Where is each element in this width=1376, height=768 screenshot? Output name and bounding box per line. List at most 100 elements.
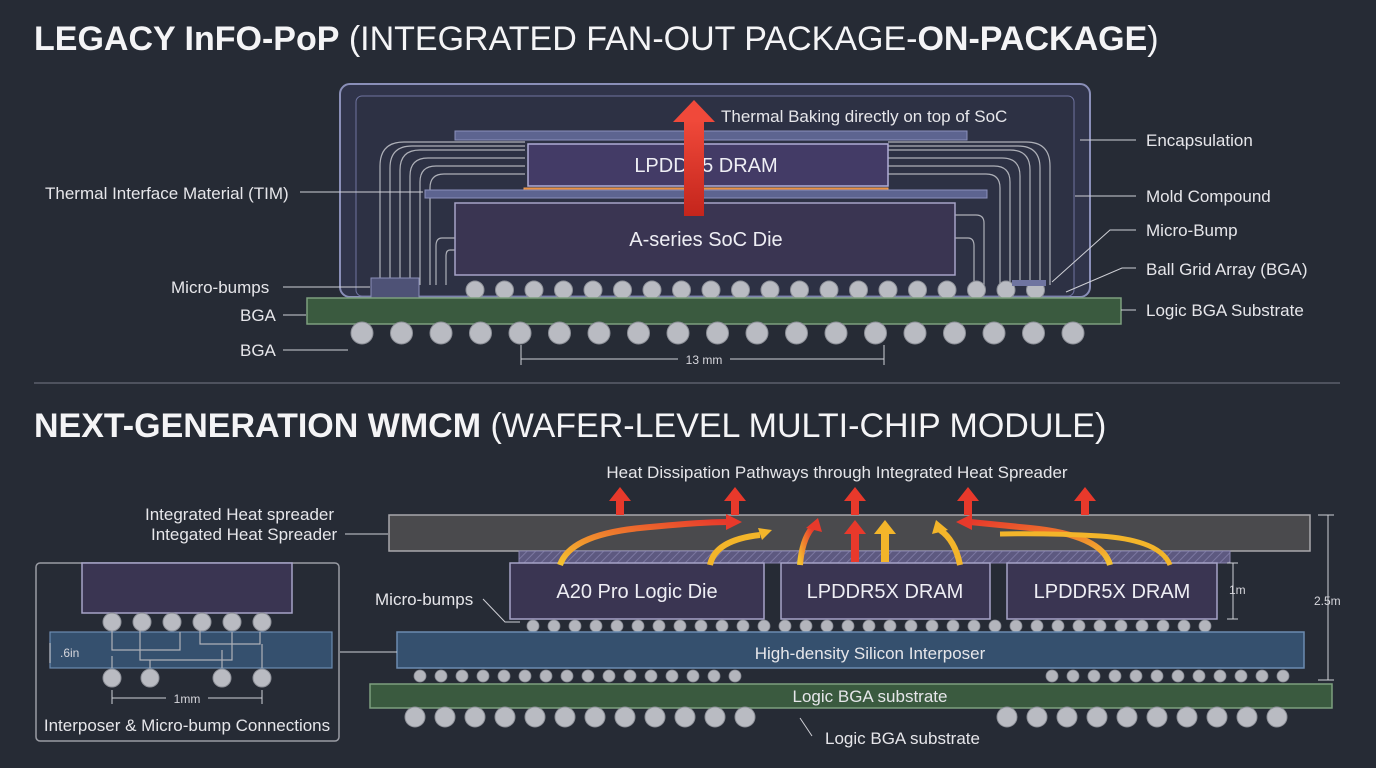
micro-bump (908, 280, 927, 300)
heat-arrow-shaft (964, 499, 972, 515)
bga-ball (587, 321, 611, 345)
micro-bump (1177, 619, 1191, 633)
lpddr5x-dram-die-2 (1006, 562, 1218, 620)
dim-13mm-label: 13 mm (686, 353, 723, 367)
bga-ball (508, 321, 532, 345)
micro-bump (967, 619, 981, 633)
bga-ball (469, 321, 492, 345)
micro-bump (841, 619, 855, 633)
leader-substrate-below (799, 717, 813, 737)
nextgen-title: NEXT-GENERATION WMCM (WAFER-LEVEL MULTI-… (34, 407, 1106, 445)
inset-dim-h-label: .6in (60, 646, 79, 660)
micro-bump (694, 619, 708, 633)
micro-bump (820, 619, 834, 633)
micro-bump (631, 619, 645, 633)
interposer-label: High-density Silicon Interposer (755, 644, 986, 663)
label-tim: Thermal Interface Material (TIM) (45, 184, 289, 203)
bga-ball (706, 321, 729, 345)
inset-c4-bump (212, 668, 232, 688)
bga-ball (824, 321, 848, 345)
heat-flow-paths (557, 514, 1173, 567)
heat-arrow-head (609, 487, 631, 501)
bga-ball (644, 706, 666, 728)
micro-bump (967, 280, 986, 300)
heat-dissipation-note: Heat Dissipation Pathways through Integr… (606, 463, 1067, 482)
micro-bump (925, 619, 939, 633)
c4-bump (1108, 669, 1122, 683)
legacy-right-microbump-pad (1012, 280, 1046, 286)
bga-ball (404, 706, 426, 728)
bga-ball (745, 321, 769, 345)
micro-bump (1135, 619, 1149, 633)
heat-arrow-head (844, 487, 866, 501)
micro-bump (1009, 619, 1023, 633)
lpddr5-dram-label: LPDDR5 DRAM (634, 155, 777, 177)
label-micro-bumps-legacy: Micro-bumps (171, 278, 269, 297)
lpddr5x-dram-die-1 (780, 562, 991, 620)
bga-ball (584, 706, 606, 728)
c4-bump (1234, 669, 1248, 683)
bga-ball (548, 321, 571, 345)
inset-die (81, 562, 293, 614)
label-ihs-2: Integated Heat Spreader (151, 525, 338, 544)
micro-bump (613, 280, 632, 300)
label-bga-1: BGA (240, 306, 277, 325)
micro-bump (1093, 619, 1107, 633)
bga-ball (864, 321, 887, 345)
bga-ball (434, 706, 456, 728)
inset-c4-bump (140, 668, 160, 688)
micro-bump (760, 280, 780, 300)
bga-ball (390, 321, 413, 345)
legacy-bga-balls (350, 321, 1085, 345)
c4-bump (707, 669, 721, 683)
bga-ball (1116, 706, 1138, 728)
inset-micro-bump (252, 612, 272, 632)
micro-bump (701, 280, 721, 300)
fanout-wires-left (379, 141, 525, 285)
bga-ball (666, 321, 690, 345)
leader-bga (1065, 267, 1136, 293)
c4-bump (1129, 669, 1143, 683)
micro-bump (883, 619, 897, 633)
dram-1-label: LPDDR5X DRAM (807, 581, 964, 603)
c4-bump (1192, 669, 1206, 683)
bga-ball (524, 706, 546, 728)
c4-bump (623, 669, 637, 683)
micro-bump (1114, 619, 1128, 633)
inset-c4-bump (252, 668, 272, 688)
leader-micro-bumps-nextgen (482, 598, 520, 623)
heat-arrow-head (844, 520, 866, 534)
bga-ball (429, 321, 453, 345)
bga-ball (1086, 706, 1108, 728)
bga-ball (943, 321, 966, 345)
c4-bump (686, 669, 700, 683)
c4-bump (728, 669, 742, 683)
label-ball-grid-array: Ball Grid Array (BGA) (1146, 260, 1308, 279)
substrate-inner-label: Logic BGA substrate (793, 687, 948, 706)
bga-ball (982, 321, 1006, 345)
label-ihs-1: Integrated Heat spreader (145, 505, 334, 524)
c4-bump (1045, 669, 1059, 683)
c4-bump (665, 669, 679, 683)
c4-bump (1150, 669, 1164, 683)
micro-bump (757, 619, 771, 633)
logic-die-label: A20 Pro Logic Die (556, 581, 717, 603)
micro-bump (937, 280, 957, 300)
substrate-below-label: Logic BGA substrate (825, 729, 980, 748)
c4-bump (1255, 669, 1269, 683)
inset-micro-bump (132, 612, 152, 632)
nextgen-heat-arrows (609, 487, 1096, 562)
c4-bump (644, 669, 658, 683)
micro-bump (547, 619, 561, 633)
c4-bump (413, 669, 427, 683)
heat-arrow-shaft (616, 499, 624, 515)
legacy-left-component (370, 277, 420, 299)
bga-ball (734, 706, 756, 728)
bga-ball (1236, 706, 1258, 728)
inset-c4-bump (102, 668, 122, 688)
inset-interposer (49, 631, 333, 669)
bga-ball (494, 706, 516, 728)
soc-die-label: A-series SoC Die (629, 229, 782, 251)
bga-ball (1022, 321, 1045, 345)
